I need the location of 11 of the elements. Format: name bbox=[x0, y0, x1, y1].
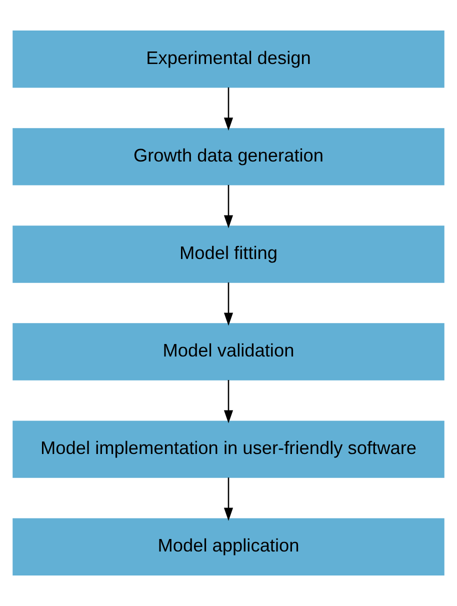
node-box: Model application bbox=[12, 518, 444, 576]
arrow bbox=[224, 87, 234, 131]
node-box: Experimental design bbox=[12, 30, 444, 88]
arrow bbox=[224, 380, 234, 424]
node-box: Model fitting bbox=[12, 226, 444, 283]
arrow bbox=[224, 184, 234, 228]
arrow bbox=[224, 282, 234, 326]
node-box: Growth data generation bbox=[12, 128, 444, 186]
arrow bbox=[224, 478, 234, 521]
node-box: Model validation bbox=[12, 323, 444, 380]
node-box: Model implementation in user-friendly software bbox=[12, 420, 444, 478]
